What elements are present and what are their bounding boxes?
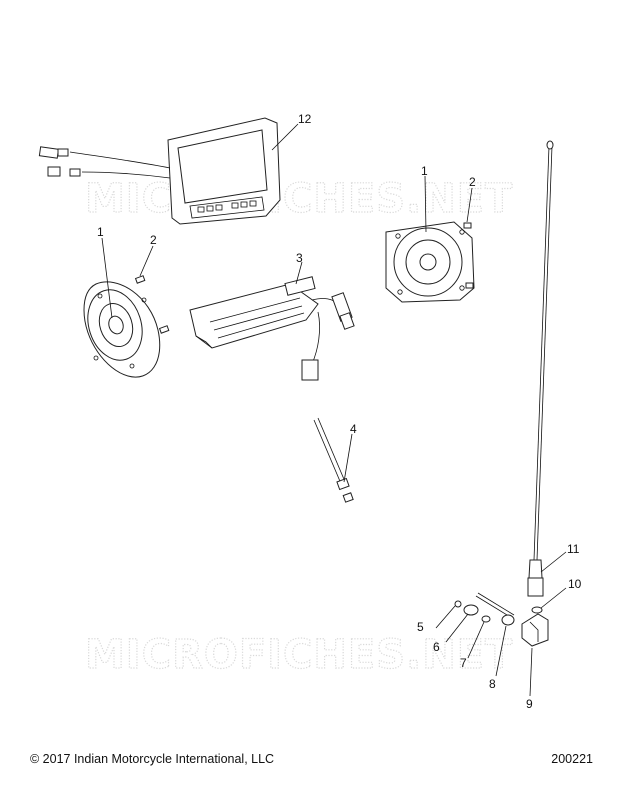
leader-5: [435, 605, 456, 629]
leader-3: [295, 261, 303, 285]
watermark-top: MICROFICHES.NET: [85, 176, 513, 222]
callout-1-right: 1: [421, 164, 428, 178]
callout-9: 9: [526, 697, 533, 711]
screws-right: [463, 222, 474, 289]
leader-7: [467, 621, 485, 659]
watermark-bottom: MICROFICHES.NET: [85, 632, 513, 678]
screws-left: [134, 275, 170, 334]
leader-6: [445, 613, 469, 643]
part-5: [454, 600, 462, 608]
amplifier: [189, 276, 355, 381]
antenna: [527, 140, 554, 597]
leader-8: [495, 625, 507, 677]
callout-12: 12: [298, 112, 312, 126]
leader-1-right: [424, 175, 427, 233]
part-6: [463, 604, 479, 616]
part-7: [481, 615, 491, 623]
callout-2-right: 2: [469, 175, 476, 189]
leader-12: [271, 123, 299, 151]
display-buttons: [197, 200, 257, 213]
display-unit: [38, 117, 281, 225]
speaker-right: [385, 221, 475, 303]
leader-2-right: [466, 187, 473, 223]
callout-10: 10: [568, 577, 582, 591]
callout-4: 4: [350, 422, 357, 436]
callout-2-left: 2: [150, 233, 157, 247]
callout-6: 6: [433, 640, 440, 654]
callout-1-left: 1: [97, 225, 104, 239]
nut: [531, 606, 543, 614]
mount-hardware: [454, 592, 515, 626]
document-number: 200221: [551, 752, 593, 766]
leader-2-left: [139, 245, 154, 277]
leader-9: [529, 647, 533, 697]
callout-5: 5: [417, 620, 424, 634]
callout-3: 3: [296, 251, 303, 265]
leader-4: [343, 433, 353, 483]
leader-1-left: [101, 237, 113, 319]
part-8: [501, 614, 515, 626]
callout-8: 8: [489, 677, 496, 691]
leader-10: [540, 587, 567, 609]
cable-tie: [313, 417, 354, 503]
callout-7: 7: [460, 656, 467, 670]
callout-11: 11: [567, 542, 580, 556]
copyright-text: © 2017 Indian Motorcycle International, …: [30, 752, 275, 766]
speaker-left: [83, 281, 161, 378]
antenna-base: [521, 613, 549, 647]
leader-11: [540, 551, 567, 573]
